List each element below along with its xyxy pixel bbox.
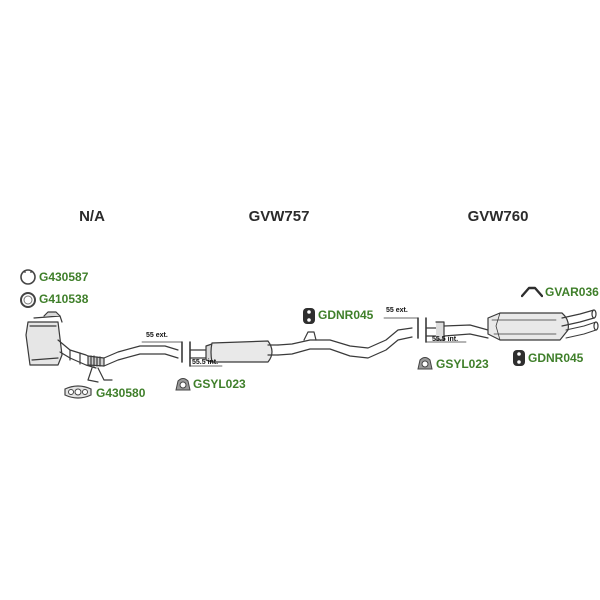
part-gsyl023-b-link[interactable]: GSYL023 [436, 357, 489, 371]
part-gdnr045-a-link[interactable]: GDNR045 [318, 308, 374, 322]
dim-joint-a-int: 55.5 int. [192, 359, 219, 366]
mounting-clamp-icon [174, 376, 192, 399]
front-pipe [103, 345, 179, 367]
clamp-ring-icon [19, 268, 37, 291]
mounting-clamp-icon [416, 355, 434, 378]
rubber-hanger-icon [302, 307, 316, 330]
dim-joint-b-ext: 55 ext. [386, 307, 408, 314]
seal-ring-icon [19, 291, 37, 314]
section-title-na: N/A [79, 208, 105, 225]
gasket-icon [63, 383, 93, 406]
part-g410538-link[interactable]: G410538 [39, 292, 89, 306]
catalytic-converter [25, 311, 113, 383]
center-silencer [189, 327, 413, 363]
dim-joint-b-int: 55.5 int. [432, 336, 459, 343]
part-g430587-link[interactable]: G430587 [39, 270, 89, 284]
rubber-hanger-icon [512, 349, 526, 372]
part-gdnr045-b-link[interactable]: GDNR045 [528, 351, 584, 365]
part-gvar036-link[interactable]: GVAR036 [545, 285, 599, 299]
part-g430580-link[interactable]: G430580 [96, 386, 146, 400]
part-gsyl023-a-link[interactable]: GSYL023 [193, 377, 246, 391]
dim-joint-a-ext: 55 ext. [146, 332, 168, 339]
joint-b [383, 317, 467, 343]
section-title-gvw757: GVW757 [248, 208, 310, 225]
joint-a [141, 341, 223, 367]
rear-silencer [443, 309, 599, 341]
section-title-gvw760: GVW760 [467, 208, 529, 225]
bracket-icon [520, 284, 544, 303]
